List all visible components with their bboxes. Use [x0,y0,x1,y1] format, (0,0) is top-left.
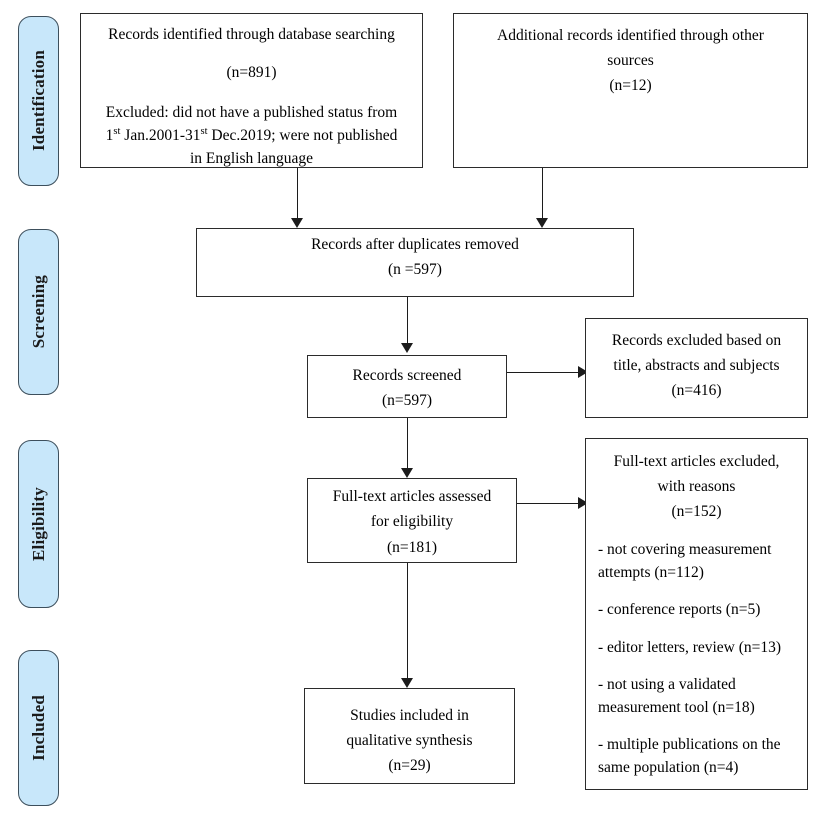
box-fulltext-excluded: Full-text articles excluded, with reason… [585,438,808,790]
connector-fulltext-to-excluded [517,503,581,504]
database-search-content: Records identified through database sear… [91,23,412,170]
stage-badge-eligibility: Eligibility [18,440,59,608]
fulltext-excluded-reasons: - not covering measurement attempts (n=1… [598,539,795,779]
connector-database-to-duplicates [297,168,298,220]
other-sources-text: Additional records identified through ot… [497,27,764,95]
database-search-count: (n=891) [226,63,277,81]
exclusion-note-date-2-sup: st [200,125,208,137]
arrowhead-fulltext-to-excluded [578,497,588,509]
connector-screened-to-fulltext [407,418,408,470]
arrowhead-database-to-duplicates [291,218,303,228]
exclusion-note-date-tail: Dec.2019; were not published [207,126,398,144]
duplicates-removed-text: Records after duplicates removed (n =597… [311,235,519,278]
reason-item: - multiple publications on the same popu… [598,736,781,776]
database-search-exclusion-note: Excluded: did not have a published statu… [91,101,412,171]
fulltext-assessed-text: Full-text articles assessed for eligibil… [332,488,492,556]
stage-badge-included: Included [18,650,59,806]
studies-included-text: Studies included in qualitative synthesi… [346,707,473,775]
arrowhead-fulltext-to-included [401,678,413,688]
records-screened-text: Records screened (n=597) [352,366,462,409]
box-database-search: Records identified through database sear… [80,13,423,168]
stage-label-eligibility: Eligibility [28,487,48,561]
connector-other-to-duplicates [542,168,543,220]
exclusion-note-date-mid: Jan.2001-31 [120,126,201,144]
box-other-sources: Additional records identified through ot… [453,13,808,168]
stage-badge-screening: Screening [18,229,59,395]
box-studies-included: Studies included in qualitative synthesi… [304,688,515,784]
stage-badge-identification: Identification [18,16,59,186]
stage-label-included: Included [28,695,48,761]
box-fulltext-assessed: Full-text articles assessed for eligibil… [307,478,517,563]
arrowhead-duplicates-to-screened [401,343,413,353]
records-excluded-text: Records excluded based on title, abstrac… [611,332,782,400]
reason-item: - conference reports (n=5) [598,601,761,619]
stage-label-identification: Identification [28,50,48,152]
database-search-line1: Records identified through database sear… [108,26,395,43]
exclusion-note-line3: in English language [189,150,314,168]
arrowhead-screened-to-fulltext [401,468,413,478]
connector-fulltext-to-included [407,563,408,680]
stage-label-screening: Screening [28,275,48,349]
reason-item: - editor letters, review (n=13) [598,638,782,656]
box-records-excluded: Records excluded based on title, abstrac… [585,318,808,418]
exclusion-note-prefix: Excluded: did not have a published statu… [105,103,398,121]
connector-duplicates-to-screened [407,297,408,345]
exclusion-note-date-1: 1 [105,126,114,144]
exclusion-note-date-1-sup: st [113,125,121,137]
reason-item: - not using a validated measurement tool… [598,676,755,716]
arrowhead-screened-to-excluded [578,366,588,378]
fulltext-excluded-header: Full-text articles excluded, with reason… [613,453,780,521]
arrowhead-other-to-duplicates [536,218,548,228]
connector-screened-to-excluded [507,372,581,373]
box-records-screened: Records screened (n=597) [307,355,507,418]
reason-item: - not covering measurement attempts (n=1… [598,541,772,581]
box-duplicates-removed: Records after duplicates removed (n =597… [196,228,634,297]
